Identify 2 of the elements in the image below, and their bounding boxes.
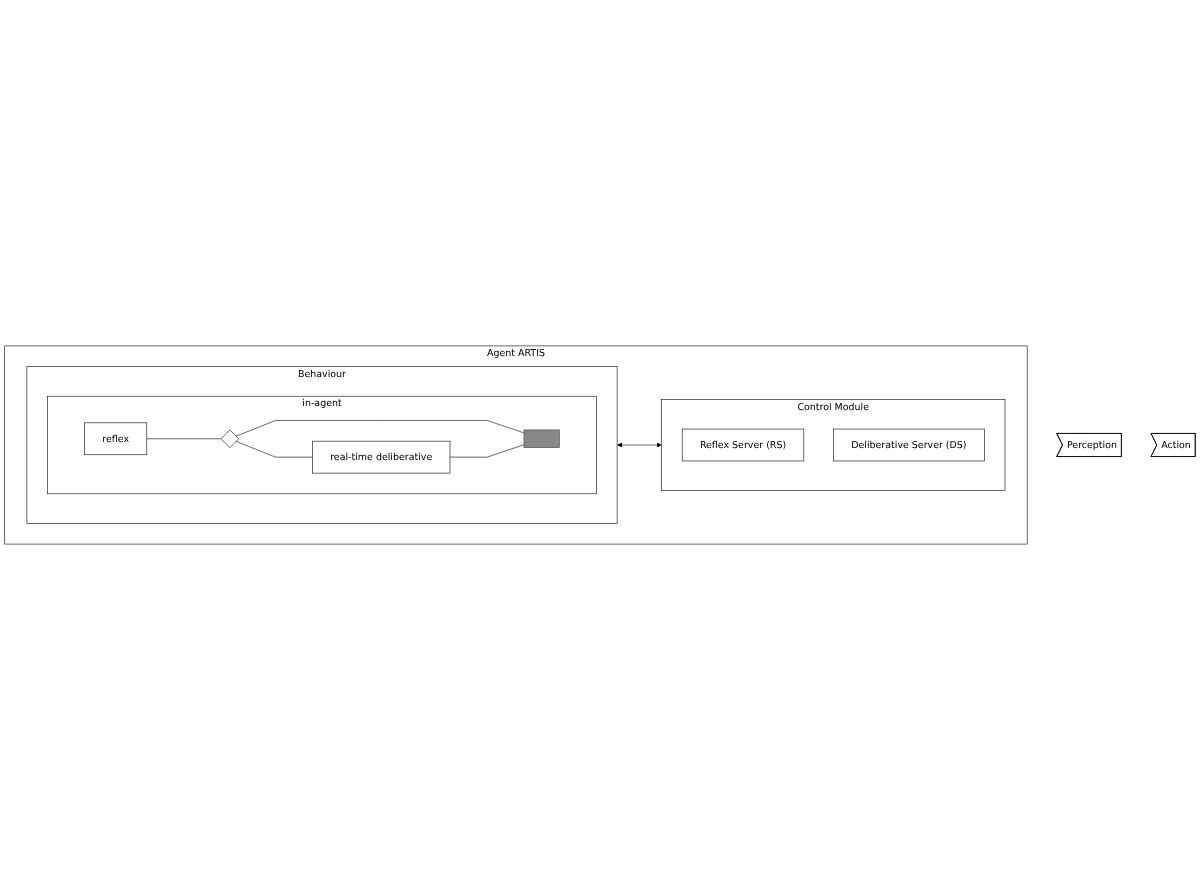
node-diamond: [220, 429, 240, 448]
node-bar: [523, 429, 560, 448]
